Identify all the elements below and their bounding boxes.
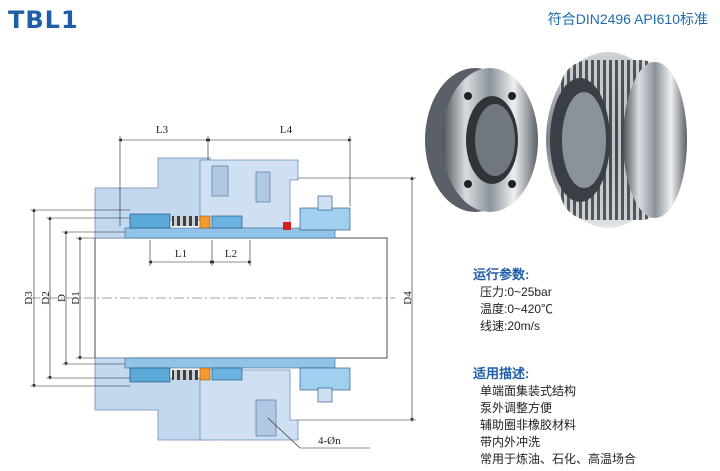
param-temperature: 温度:0~420℃ [480, 302, 554, 316]
bellows-bottom [172, 370, 198, 380]
stationary-ring-bottom [211, 367, 243, 381]
label-L1: L1 [175, 248, 187, 260]
gland-bottom [199, 369, 299, 441]
feature-1: 单端面集装式结构 [480, 384, 577, 398]
rotating-ring-bottom [129, 367, 171, 383]
params-heading: 运行参数: [473, 267, 530, 282]
flush-port-bottom [255, 399, 277, 437]
standard-compliance: 符合DIN2496 API610标准 [547, 11, 708, 27]
label-D: D [56, 294, 68, 302]
locking-collar-top [299, 207, 351, 231]
param-pressure: 压力:0~25bar [480, 285, 552, 299]
locking-collar-bottom [299, 367, 351, 391]
feature-2: 泵外调整方便 [480, 401, 553, 415]
seal-section-drawing [30, 157, 395, 441]
sleeve-bottom [124, 357, 336, 369]
label-D2: D2 [40, 291, 52, 304]
label-D1: D1 [70, 291, 82, 304]
product-photo [425, 52, 687, 228]
stationary-ring-top [211, 215, 243, 229]
seal-face-bottom [199, 367, 211, 381]
label-holes: 4-Øn [318, 435, 341, 447]
dimensions [30, 136, 416, 449]
feature-3: 辅助圈非橡胶材料 [480, 418, 577, 432]
set-screw-bottom [317, 387, 333, 403]
rotating-ring-top [129, 213, 171, 229]
gasket-top [283, 222, 291, 230]
product-title: TBL1 [8, 6, 79, 34]
flush-port-top [211, 165, 229, 197]
seal-face-top [199, 215, 211, 229]
bellows-top [172, 216, 198, 226]
feature-4: 带内外冲洗 [480, 435, 541, 449]
label-D3: D3 [23, 291, 35, 305]
label-L3: L3 [156, 124, 169, 136]
label-L4: L4 [280, 124, 293, 136]
label-L2: L2 [225, 248, 237, 260]
param-speed: 线速:20m/s [480, 319, 541, 333]
feature-5: 常用于炼油、石化、高温场合 [480, 452, 637, 466]
features-heading: 适用描述: [473, 366, 530, 381]
set-screw-top [317, 195, 333, 211]
flush-port-top-2 [255, 171, 271, 203]
label-D4: D4 [402, 291, 414, 305]
